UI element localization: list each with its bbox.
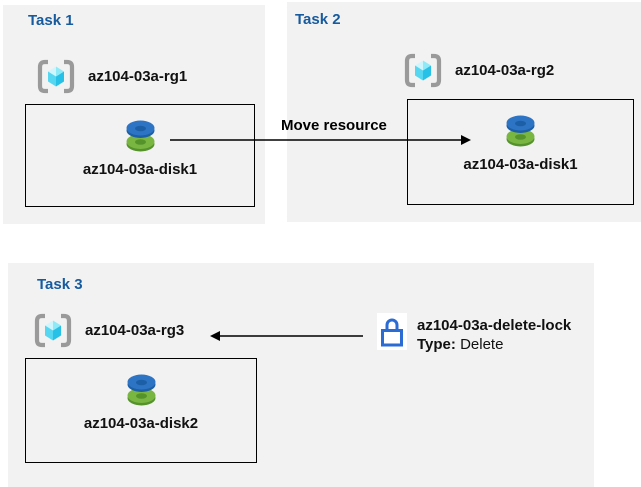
task3-resource-box: az104-03a-disk2 xyxy=(25,358,257,463)
resource-group-name: az104-03a-rg3 xyxy=(85,322,185,339)
resource-group-icon xyxy=(404,53,442,88)
task1-panel: Task 1 az104-03a-rg1 az104-03a-disk1 xyxy=(3,5,265,224)
lock-type-label: Type: xyxy=(417,336,456,353)
lock-name: az104-03a-delete-lock xyxy=(417,317,572,334)
task3-resource-group-row: az104-03a-rg3 xyxy=(34,313,184,348)
disk-icon xyxy=(127,374,155,406)
task3-title: Task 3 xyxy=(37,276,83,293)
resource-group-icon xyxy=(34,313,72,348)
resource-group-icon xyxy=(37,59,75,94)
task1-resource-box: az104-03a-disk1 xyxy=(25,104,255,207)
lock-type: Type: Delete xyxy=(417,335,571,354)
padlock-icon xyxy=(381,318,403,347)
disk-name: az104-03a-disk2 xyxy=(83,415,199,432)
lock-type-value: Delete xyxy=(460,336,504,353)
move-resource-arrow xyxy=(170,135,471,145)
lock-text-block: az104-03a-delete-lock Type: Delete xyxy=(417,313,571,354)
task1-resource-group-row: az104-03a-rg1 xyxy=(37,59,187,94)
task1-title: Task 1 xyxy=(28,12,74,29)
task2-panel: Task 2 az104-03a-rg2 az104-03a-disk1 xyxy=(287,2,641,222)
task2-resource-box: az104-03a-disk1 xyxy=(407,99,634,205)
resource-group-name: az104-03a-rg2 xyxy=(455,62,555,79)
move-resource-label: Move resource xyxy=(281,117,387,134)
task3-panel: Task 3 az104-03a-rg3 az104-03a-disk2 az1… xyxy=(8,263,594,487)
task2-resource-group-row: az104-03a-rg2 xyxy=(404,53,554,88)
disk-name: az104-03a-disk1 xyxy=(82,161,198,178)
lock-icon-box xyxy=(377,313,407,350)
disk-icon xyxy=(506,115,535,147)
delete-lock-annotation: az104-03a-delete-lock Type: Delete xyxy=(377,313,571,354)
lock-arrow xyxy=(210,331,363,341)
disk-icon xyxy=(126,120,154,152)
disk-name: az104-03a-disk1 xyxy=(463,156,578,173)
resource-group-name: az104-03a-rg1 xyxy=(88,68,188,85)
task2-title: Task 2 xyxy=(295,11,341,28)
